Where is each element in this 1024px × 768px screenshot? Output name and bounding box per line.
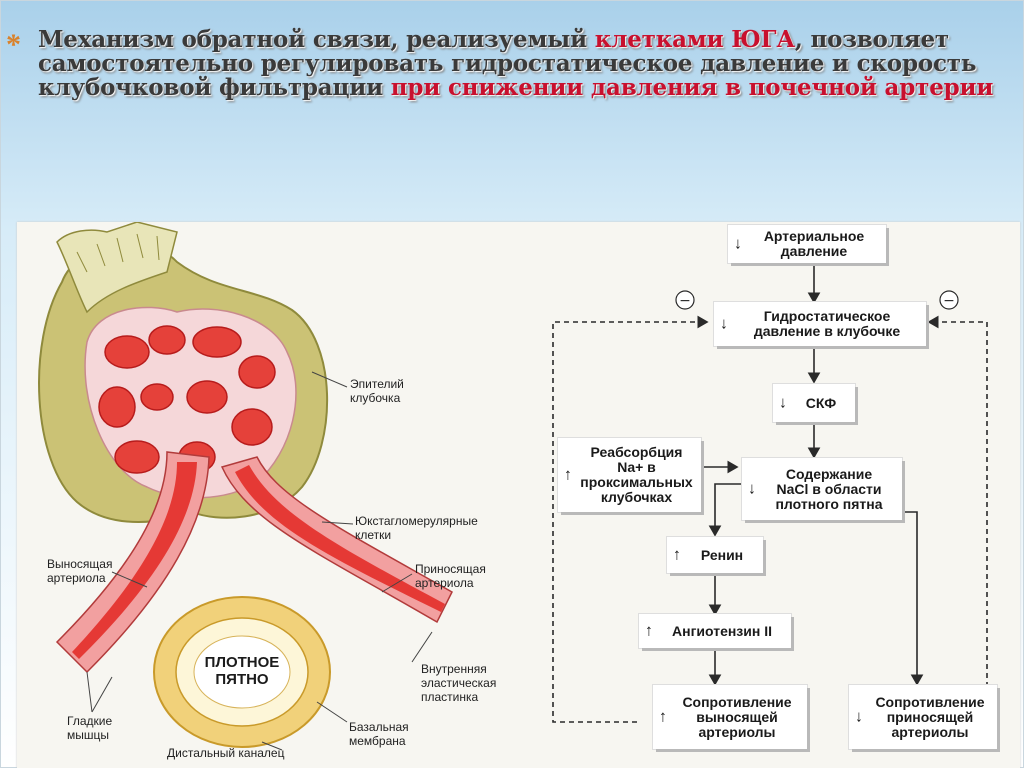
title-part-2: клетками ЮГА [594,26,795,53]
slide-title: * Механизм обратной связи, реализуемый к… [4,28,1014,100]
title-text: Механизм обратной связи, реализуемый кле… [4,28,1014,100]
macula-densa [153,596,331,748]
label-efferent-arteriole: Выносящая артериола [47,557,113,585]
title-part-4: при снижении давления в почечной артерии [390,74,994,101]
label-epithelium: Эпителий клубочка [350,377,404,405]
afferent-arteriole-shape [220,456,453,624]
title-part-1: Механизм обратной связи, реализуемый [38,26,595,53]
down-arrow-icon: ↓ [720,315,728,333]
flow-connectors [703,265,924,686]
label-elastic-lamina: Внутренняя эластическая пластинка [421,662,497,704]
feedback-loops [552,315,988,723]
feedback-sign-left: − [679,293,691,309]
up-arrow-icon: ↑ [564,466,572,484]
box-angiotensin: ↑ Ангиотензин II [639,614,791,648]
label-basal-membrane: Базальная мембрана [349,720,409,748]
down-arrow-icon: ↓ [734,235,742,253]
box-gfr: ↓ СКФ [773,384,855,422]
title-part-3: , позволяет самостоятельно регулировать … [38,26,977,101]
down-arrow-icon: ↓ [779,394,787,412]
down-arrow-icon: ↓ [855,708,863,726]
up-arrow-icon: ↑ [673,546,681,564]
down-arrow-icon: ↓ [748,480,756,498]
label-distal-tubule: Дистальный каналец [167,746,285,760]
efferent-arteriole-shape [55,451,210,674]
up-arrow-icon: ↑ [659,708,667,726]
diagram-graphics: − − [38,222,988,751]
label-afferent-arteriole: Приносящая артериола [415,562,486,590]
label-jg-cells: Юкстагломерулярные клетки [355,514,478,542]
box-renin: ↑ Ренин [667,537,763,573]
label-smooth-muscle: Гладкие мышцы [67,714,113,742]
up-arrow-icon: ↑ [645,622,653,640]
label-dense-spot: ПЛОТНОЕ ПЯТНО [204,654,280,688]
feedback-signs: − − [675,290,959,310]
diagram-panel: − − Эпителий клубочка Юкстагломерулярные… [17,222,1020,768]
label-leader-lines [86,371,433,751]
feedback-sign-right: − [943,293,955,309]
title-bullet: * [6,28,21,61]
